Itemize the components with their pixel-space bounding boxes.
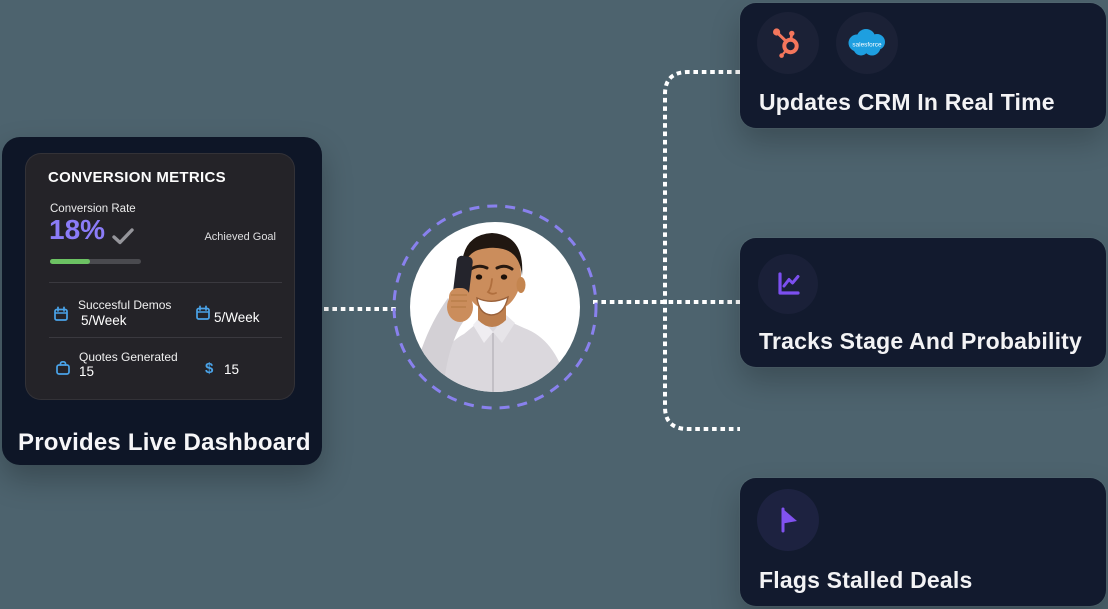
progress-bar-fill (50, 259, 91, 264)
conversion-rate-label: Conversion Rate (50, 203, 136, 215)
dashed-ring (392, 204, 598, 410)
progress-bar (50, 259, 141, 264)
row1-right-value: 5/Week (214, 310, 260, 325)
dollar-icon: $ (205, 360, 214, 377)
flag-icon (757, 489, 819, 551)
calendar-icon (54, 306, 68, 321)
calendar-icon (196, 305, 210, 320)
conversion-metrics-panel: CONVERSION METRICS Conversion Rate 18% A… (25, 153, 295, 400)
achieved-goal-label: Achieved Goal (204, 231, 276, 243)
tracks-stage-card: Tracks Stage And Probability (740, 238, 1106, 367)
card-title: Tracks Stage And Probability (759, 328, 1083, 354)
hubspot-icon (757, 12, 819, 74)
left-card-title: Provides Live Dashboard (18, 429, 311, 456)
row2-right-value: 15 (224, 362, 240, 377)
card-title: Updates CRM In Real Time (759, 89, 1055, 115)
salesforce-wordmark: salesforce (852, 42, 882, 49)
line-chart-icon (758, 254, 818, 314)
row2-value: 15 (79, 364, 95, 379)
connector-bracket (663, 70, 740, 431)
check-icon (112, 228, 134, 245)
briefcase-icon (56, 360, 70, 375)
panel-title: CONVERSION METRICS (48, 169, 226, 186)
provides-live-dashboard-card: CONVERSION METRICS Conversion Rate 18% A… (2, 137, 322, 465)
row1-label: Succesful Demos (78, 298, 172, 312)
updates-crm-card: salesforce Updates CRM In Real Time (740, 3, 1106, 128)
conversion-rate-value: 18% (49, 214, 106, 245)
row1-value: 5/Week (81, 313, 127, 328)
center-person-node (392, 204, 598, 410)
row2-label: Quotes Generated (79, 350, 178, 364)
divider (49, 282, 282, 283)
divider (49, 337, 282, 338)
flags-stalled-deals-card: Flags Stalled Deals (740, 478, 1106, 606)
card-title: Flags Stalled Deals (759, 567, 973, 593)
salesforce-icon: salesforce (836, 12, 898, 74)
